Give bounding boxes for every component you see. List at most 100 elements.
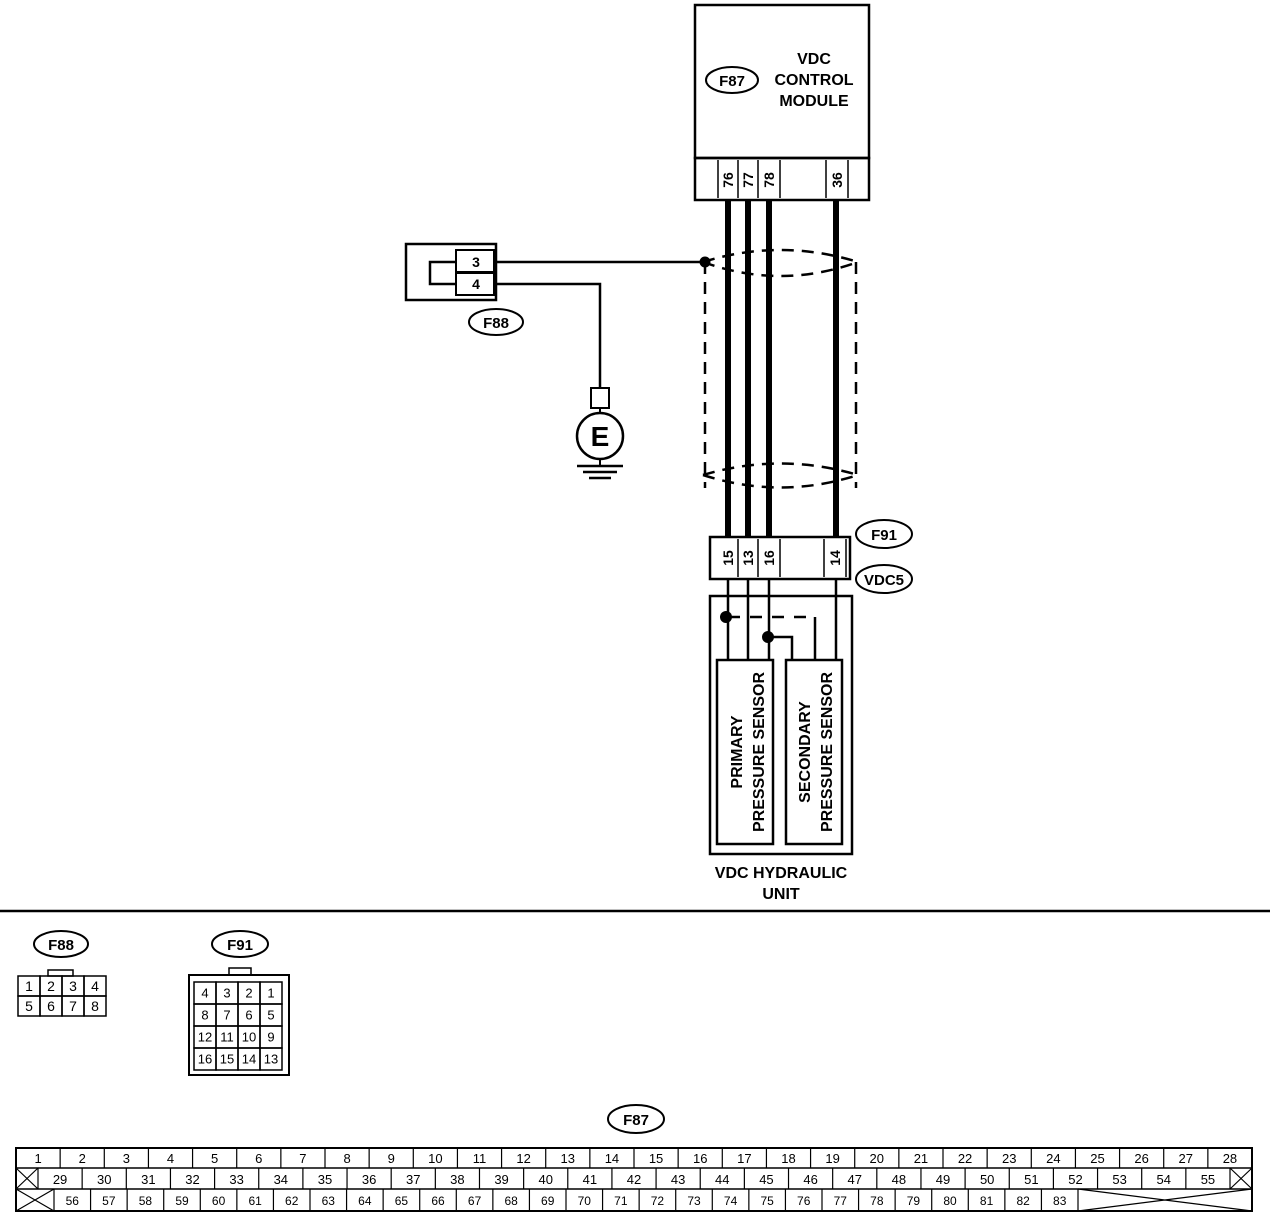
f87-pin-label: 1 (34, 1151, 41, 1166)
f88-cell (83, 995, 107, 1017)
f87-pin-label: 4 (167, 1151, 174, 1166)
module-pin-77: 77 (740, 172, 756, 188)
module-name-line-2: CONTROL (774, 72, 853, 89)
f91-pin-label: 11 (220, 1030, 234, 1045)
f91-pin-label: 7 (223, 1008, 230, 1023)
f91-pin-15: 15 (720, 550, 736, 566)
f88-pin-label: 8 (91, 998, 99, 1014)
f87-pin-label: 7 (299, 1151, 306, 1166)
f87-pin-label: 57 (102, 1194, 116, 1208)
f91-pin-14: 14 (827, 550, 843, 566)
f87-pin-label: 20 (870, 1151, 884, 1166)
f91-pin-label: 10 (242, 1030, 256, 1045)
f87-pin-label: 31 (141, 1172, 155, 1187)
f87-blank-cell (15, 1167, 39, 1190)
f87-pin-label: 75 (760, 1194, 774, 1208)
f87-pin-label: 8 (343, 1151, 350, 1166)
f87-pin-label: 19 (825, 1151, 839, 1166)
f87-pin-label: 55 (1201, 1172, 1215, 1187)
f87-pin-label: 38 (450, 1172, 464, 1187)
hydraulic-unit-line-2: UNIT (762, 886, 800, 903)
f87-pin-label: 6 (255, 1151, 262, 1166)
f87-pin-label: 21 (914, 1151, 928, 1166)
f91-view-label: F91 (227, 937, 253, 954)
f87-pin-label: 81 (980, 1194, 994, 1208)
f91-pin-label: 16 (198, 1052, 212, 1067)
f87-pin-label: 39 (494, 1172, 508, 1187)
f87-pin-label: 13 (561, 1151, 575, 1166)
f91-pin-label: 8 (201, 1008, 208, 1023)
f87-pin-label: 83 (1053, 1194, 1067, 1208)
f87-pin-label: 18 (781, 1151, 795, 1166)
f91-pin-16: 16 (761, 550, 777, 566)
f87-pin-label: 67 (468, 1194, 482, 1208)
f87-pin-label: 48 (892, 1172, 906, 1187)
f87-pin-label: 65 (395, 1194, 409, 1208)
f87-pin-label: 43 (671, 1172, 685, 1187)
f87-pin-label: 68 (504, 1194, 518, 1208)
f91-pin-label: 9 (267, 1030, 274, 1045)
primary-sensor-line-2: PRESSURE SENSOR (751, 672, 768, 832)
ground-terminal: E (575, 387, 625, 480)
f87-pin-label: 79 (907, 1194, 921, 1208)
ground-symbol-label: E (591, 421, 610, 452)
f87-pin-label: 64 (358, 1194, 372, 1208)
f87-pin-label: 46 (803, 1172, 817, 1187)
f87-pin-label: 74 (724, 1194, 738, 1208)
f87-pin-label: 82 (1016, 1194, 1030, 1208)
wire-shield (702, 248, 859, 489)
module-connector-label: F87 (719, 73, 745, 90)
primary-sensor-line-1: PRIMARY (729, 715, 746, 789)
f87-pin-label: 2 (79, 1151, 86, 1166)
secondary-sensor-line-1: SECONDARY (797, 701, 814, 803)
module-pin-76: 76 (720, 172, 736, 188)
f87-pin-label: 70 (578, 1194, 592, 1208)
f91-housing (188, 974, 290, 1076)
f87-pin-label: 9 (388, 1151, 395, 1166)
f87-pin-label: 63 (322, 1194, 336, 1208)
f87-pin-label: 59 (175, 1194, 189, 1208)
f87-pin-label: 17 (737, 1151, 751, 1166)
f87-pin-label: 34 (274, 1172, 288, 1187)
f91-pin-label: 1 (267, 986, 274, 1001)
f87-pin-label: 14 (605, 1151, 619, 1166)
f87-pin-label: 42 (627, 1172, 641, 1187)
f87-pin-label: 66 (431, 1194, 445, 1208)
f87-pin-label: 37 (406, 1172, 420, 1187)
f87-pin-label: 54 (1157, 1172, 1171, 1187)
f88-pin-label: 6 (47, 998, 55, 1014)
f87-pin-label: 41 (583, 1172, 597, 1187)
f87-pin-label: 29 (53, 1172, 67, 1187)
f87-pin-label: 53 (1112, 1172, 1126, 1187)
f87-pin-label: 24 (1046, 1151, 1060, 1166)
f87-pin-label: 62 (285, 1194, 299, 1208)
f87-view-label: F87 (623, 1112, 649, 1129)
f87-pin-label: 56 (66, 1194, 80, 1208)
f87-pin-label: 33 (229, 1172, 243, 1187)
f91-cell (259, 1047, 283, 1071)
f91-latch (228, 967, 252, 976)
f91-connector: 15 13 16 14 F91 VDC5 (708, 519, 913, 594)
f91-pin-13: 13 (740, 550, 756, 566)
f87-pin-label: 73 (687, 1194, 701, 1208)
f91-pin-label: 5 (267, 1008, 274, 1023)
f91-connector-label: F91 (871, 527, 897, 544)
f87-pin-label: 12 (516, 1151, 530, 1166)
f87-pin-label: 15 (649, 1151, 663, 1166)
module-name-line-3: MODULE (779, 93, 849, 110)
module-name-line-1: VDC (797, 51, 831, 68)
secondary-sensor-line-2: PRESSURE SENSOR (819, 672, 836, 832)
f87-pin-label: 3 (123, 1151, 130, 1166)
module-pin-78: 78 (761, 172, 777, 188)
f87-pin-label: 72 (651, 1194, 665, 1208)
f88-pin-label: 3 (69, 978, 77, 994)
f88-pin-label: 7 (69, 998, 77, 1014)
f87-blank-cell (1077, 1188, 1253, 1212)
f91-pin-label: 3 (223, 986, 230, 1001)
f87-pin-label: 52 (1068, 1172, 1082, 1187)
f88-pin-label: 2 (47, 978, 55, 994)
f91-pin-label: 12 (198, 1030, 212, 1045)
